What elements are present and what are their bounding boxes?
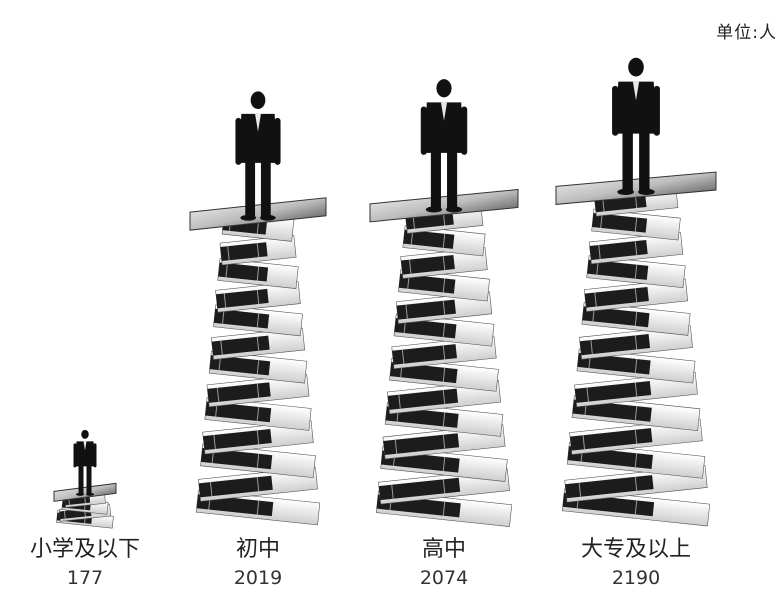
category-label: 小学及以下 — [30, 537, 140, 562]
category-label: 初中 — [236, 537, 280, 562]
person-icon — [73, 429, 97, 496]
data-label: 2190 — [612, 567, 660, 589]
person-icon — [235, 91, 281, 221]
category-label: 高中 — [422, 537, 466, 562]
data-label: 177 — [67, 567, 103, 589]
bar-book-stack — [53, 429, 117, 529]
person-icon — [612, 57, 660, 196]
bar-book-stack — [189, 91, 327, 526]
bar-book-stack — [369, 79, 519, 527]
data-label: 2019 — [234, 567, 282, 589]
category-label: 大专及以上 — [581, 537, 691, 562]
unit-label: 单位:人 — [716, 23, 777, 43]
data-label: 2074 — [420, 567, 468, 589]
bar-book-stack — [555, 57, 717, 527]
person-icon — [420, 79, 468, 213]
